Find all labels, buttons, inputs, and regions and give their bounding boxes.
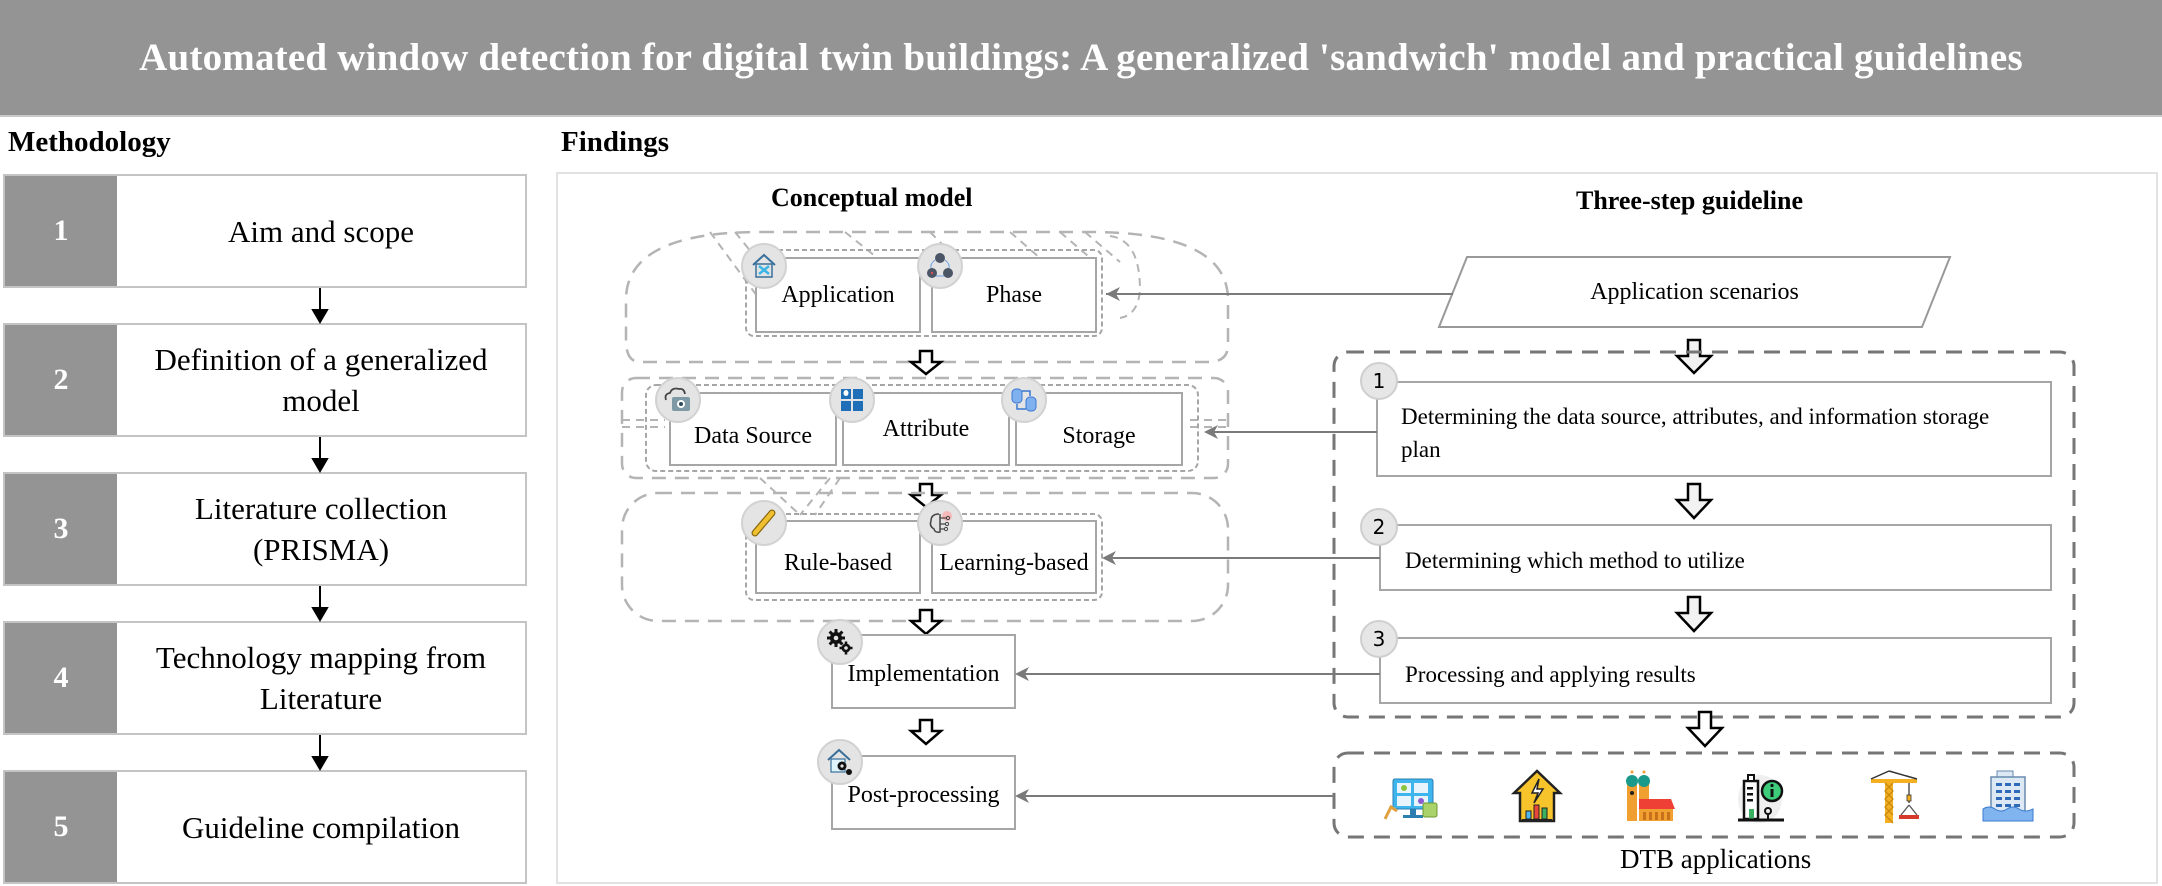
heritage-church-icon bbox=[1614, 762, 1682, 830]
connector-arrowhead bbox=[1102, 551, 1116, 565]
phase-label: Phase bbox=[986, 281, 1042, 308]
layer2-inner-boundary bbox=[645, 384, 1199, 472]
step-number: 4 bbox=[5, 623, 117, 733]
energy-house-icon bbox=[1503, 762, 1571, 830]
title-banner bbox=[0, 0, 2162, 117]
step-label: Guideline compilation bbox=[181, 809, 461, 845]
ruler-pencil-icon bbox=[741, 500, 787, 546]
methodology-step: 1 Aim and scope bbox=[3, 174, 527, 288]
layer1-outer-boundary bbox=[624, 230, 1230, 364]
cloud-camera-icon bbox=[655, 377, 701, 423]
step-number: 5 bbox=[5, 772, 117, 882]
findings-heading: Findings bbox=[561, 126, 669, 158]
step-label: Aim and scope bbox=[228, 213, 414, 249]
hollow-arrow-down bbox=[907, 718, 945, 746]
step-number-badge: 2 bbox=[1360, 508, 1398, 546]
house-gears-icon bbox=[817, 739, 863, 785]
post-processing-box bbox=[831, 755, 1016, 830]
methodology-heading: Methodology bbox=[8, 126, 171, 158]
guideline-step-1-box bbox=[1376, 381, 2052, 477]
findings-panel bbox=[556, 172, 2158, 884]
construction-crane-icon bbox=[1860, 762, 1928, 830]
dtb-applications-caption: DTB applications bbox=[1620, 844, 1812, 874]
window-grid-icon bbox=[829, 377, 875, 423]
methodology-step: 4 Technology mapping from Literature bbox=[3, 621, 527, 735]
step-number-badge: 3 bbox=[1360, 620, 1398, 658]
guideline-heading: Three-step guideline bbox=[1576, 186, 1804, 215]
post-processing-label: Post-processing bbox=[847, 782, 1000, 808]
conceptual-model-heading: Conceptual model bbox=[771, 183, 973, 212]
layer2-outer-boundary bbox=[620, 376, 1230, 480]
methodology-step: 2 Definition of a generalized model bbox=[3, 323, 527, 437]
step-number: 2 bbox=[5, 325, 117, 435]
step-number: 1 bbox=[5, 176, 117, 286]
hollow-arrow-down bbox=[1674, 595, 1714, 633]
learning-based-label: Learning-based bbox=[939, 549, 1089, 576]
storage-label: Storage bbox=[1062, 422, 1136, 449]
implementation-box bbox=[831, 634, 1016, 709]
step-label: Definition of a generalized model bbox=[154, 342, 488, 418]
attribute-label: Attribute bbox=[882, 415, 970, 442]
hollow-arrow-down bbox=[907, 349, 945, 376]
connector-arrowhead bbox=[1106, 287, 1120, 301]
guideline-step-3-box bbox=[1379, 637, 2052, 704]
rule-based-label: Rule-based bbox=[784, 549, 892, 576]
guideline-step-label: Determining the data source, attributes,… bbox=[1401, 404, 1990, 462]
hollow-arrow-down bbox=[1673, 338, 1715, 375]
guideline-step-2-box bbox=[1379, 524, 2052, 591]
house-tools-icon bbox=[741, 243, 787, 289]
application-box bbox=[755, 257, 921, 333]
page-title: Automated window detection for digital t… bbox=[139, 36, 2023, 79]
guideline-step-label: Processing and applying results bbox=[1405, 661, 1696, 687]
guideline-step-label: Determining which method to utilize bbox=[1405, 547, 1745, 573]
connector-arrowhead bbox=[1015, 789, 1029, 803]
connector-arrowhead bbox=[1204, 425, 1218, 439]
building-info-icon bbox=[1729, 762, 1797, 830]
gears-icon bbox=[817, 619, 863, 665]
methodology-step: 3 Literature collection (PRISMA) bbox=[3, 472, 527, 586]
smart-monitoring-icon bbox=[1378, 762, 1446, 830]
step-label: Technology mapping from Literature bbox=[155, 640, 487, 716]
step-number-badge: 1 bbox=[1360, 362, 1398, 400]
data-source-label: Data Source bbox=[694, 422, 812, 449]
application-scenarios-box bbox=[1437, 256, 1952, 328]
flood-building-icon bbox=[1974, 762, 2042, 830]
methodology-step: 5 Guideline compilation bbox=[3, 770, 527, 884]
database-sync-icon bbox=[1001, 377, 1047, 423]
hollow-arrow-down bbox=[907, 608, 945, 636]
hollow-arrow-down bbox=[1685, 710, 1725, 748]
phase-cycle-icon bbox=[917, 243, 963, 289]
connector-arrowhead bbox=[1015, 667, 1029, 681]
step-label: Literature collection (PRISMA) bbox=[194, 491, 448, 567]
step-number: 3 bbox=[5, 474, 117, 584]
application-label: Application bbox=[781, 281, 895, 308]
implementation-label: Implementation bbox=[847, 661, 1000, 687]
application-scenarios-label: Application scenarios bbox=[1590, 278, 1799, 305]
hollow-arrow-down bbox=[1674, 482, 1714, 520]
ai-brain-icon bbox=[917, 500, 963, 546]
